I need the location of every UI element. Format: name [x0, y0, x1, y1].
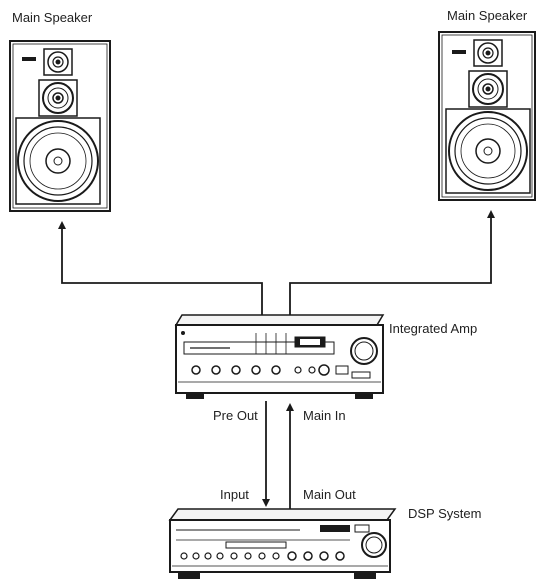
- main-in-label: Main In: [303, 408, 346, 423]
- left-speaker-icon: [9, 40, 111, 212]
- left-speaker-cable: [58, 221, 263, 315]
- integrated-amp-icon: [174, 314, 385, 399]
- right-speaker-cable: [289, 210, 495, 315]
- left-speaker-label: Main Speaker: [12, 10, 93, 25]
- right-speaker-label: Main Speaker: [447, 8, 528, 23]
- pre-out-label: Pre Out: [213, 408, 258, 423]
- dsp-system-label: DSP System: [408, 506, 482, 521]
- right-speaker-icon: [438, 31, 536, 201]
- integrated-amp-label: Integrated Amp: [389, 321, 478, 336]
- dsp-system-icon: [168, 508, 397, 579]
- input-label: Input: [220, 487, 249, 502]
- main-out-label: Main Out: [303, 487, 356, 502]
